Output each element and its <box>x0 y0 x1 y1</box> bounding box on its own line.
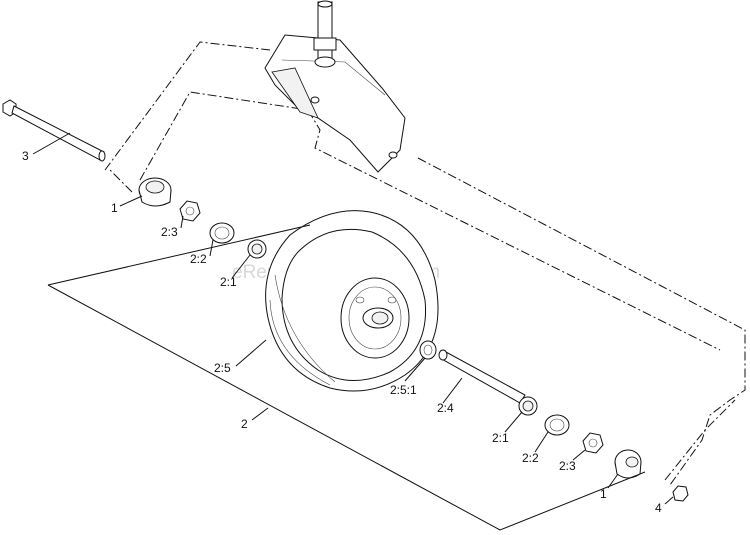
axle-bolt <box>2 99 106 162</box>
tapered-bearing-right <box>518 396 538 416</box>
nut-part-4 <box>672 485 689 502</box>
callout-2-5-1: 2:5:1 <box>390 383 417 397</box>
callout-2-5: 2:5 <box>214 361 231 375</box>
callout-2-1-left: 2:1 <box>220 275 237 289</box>
callout-1-left: 1 <box>111 201 118 215</box>
phantom-frame-outline <box>104 41 746 486</box>
callout-4: 4 <box>655 501 662 515</box>
assembly-bracket <box>47 224 646 531</box>
callout-2-3-left: 2:3 <box>161 225 178 239</box>
callout-2: 2 <box>241 417 248 431</box>
callout-2-2-right: 2:2 <box>522 451 539 465</box>
callout-2-3-right: 2:3 <box>559 459 576 473</box>
leader-lines <box>32 132 674 505</box>
wheel-spacer <box>419 340 437 360</box>
nut-right <box>582 432 604 454</box>
callout-2-2-left: 2:2 <box>190 252 207 266</box>
callout-2-4: 2:4 <box>437 401 454 415</box>
callout-1-right: 1 <box>600 487 607 501</box>
spacer-left <box>138 177 172 207</box>
tapered-bearing-left <box>247 239 267 259</box>
callout-labels: 3 1 2:3 2:2 2:1 2:5 2 2:5:1 2:4 2:1 2:2 … <box>22 149 662 515</box>
axle-tube <box>438 349 526 404</box>
bearing-cup-right <box>544 414 570 436</box>
caster-fork <box>264 0 406 173</box>
callout-3: 3 <box>22 149 29 163</box>
bearing-cup-left <box>209 222 235 244</box>
tire-wheel-assembly <box>265 210 439 392</box>
callout-2-1-right: 2:1 <box>492 431 509 445</box>
spacer-right <box>614 449 642 479</box>
